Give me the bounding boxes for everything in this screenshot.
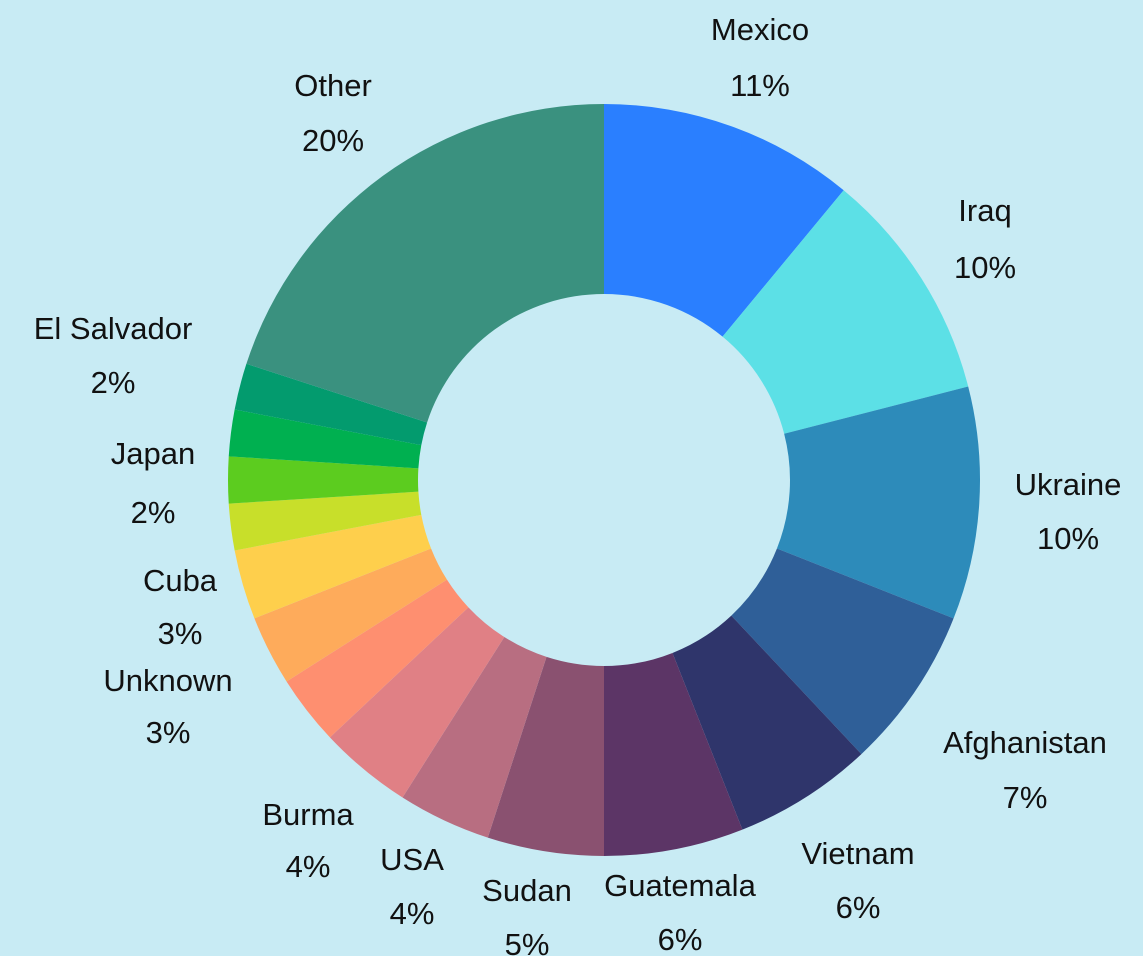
percent-other: 20%: [302, 123, 364, 158]
label-usa: USA: [380, 842, 444, 877]
percent-guatemala: 6%: [658, 922, 703, 956]
label-cuba: Cuba: [143, 563, 218, 598]
slices-layer: [227, 104, 980, 856]
slice-cuba: [234, 514, 432, 619]
label-other: Other: [294, 68, 372, 103]
slice-japan: [228, 409, 422, 469]
slice-iraq: [722, 190, 969, 434]
slice-unlabeled-9: [286, 579, 469, 738]
slice-ukraine: [776, 386, 980, 619]
label-burma: Burma: [262, 797, 354, 832]
label-vietnam: Vietnam: [801, 836, 914, 871]
slice-other: [246, 104, 604, 423]
label-ukraine: Ukraine: [1015, 467, 1122, 502]
labels-layer: Mexico 11% Iraq 10% Ukraine 10% Afghanistan 7% V…: [34, 12, 1122, 956]
label-sudan: Sudan: [482, 873, 572, 908]
label-guatemala: Guatemala: [604, 868, 756, 903]
percent-sudan: 5%: [505, 927, 550, 956]
slice-guatemala: [604, 652, 743, 856]
slice-afghanistan: [731, 548, 954, 755]
percent-iraq: 10%: [954, 250, 1016, 285]
slice-unlabeled-12: [228, 491, 422, 551]
label-japan: Japan: [111, 436, 195, 471]
slice-usa: [402, 637, 547, 838]
slice-unknown: [254, 548, 447, 682]
percent-afghanistan: 7%: [1003, 780, 1048, 815]
percent-unknown: 3%: [146, 715, 191, 750]
percent-cuba: 3%: [158, 616, 203, 651]
label-el-salvador: El Salvador: [34, 311, 193, 346]
percent-ukraine: 10%: [1037, 521, 1099, 556]
percent-vietnam: 6%: [836, 890, 881, 925]
slice-vietnam: [672, 615, 862, 830]
label-mexico: Mexico: [711, 12, 809, 47]
percent-japan: 2%: [131, 495, 176, 530]
label-unknown: Unknown: [103, 663, 232, 698]
slice-sudan: [487, 656, 604, 856]
label-afghanistan: Afghanistan: [943, 725, 1107, 760]
slice-unlabeled-13: [227, 456, 419, 504]
percent-mexico: 11%: [730, 68, 790, 103]
slice-el-salvador: [234, 363, 428, 446]
percent-usa: 4%: [390, 896, 435, 931]
slice-mexico: [604, 104, 844, 337]
slice-burma: [329, 607, 505, 798]
percent-el-salvador: 2%: [91, 365, 136, 400]
percent-burma: 4%: [286, 849, 331, 884]
label-iraq: Iraq: [958, 193, 1011, 228]
